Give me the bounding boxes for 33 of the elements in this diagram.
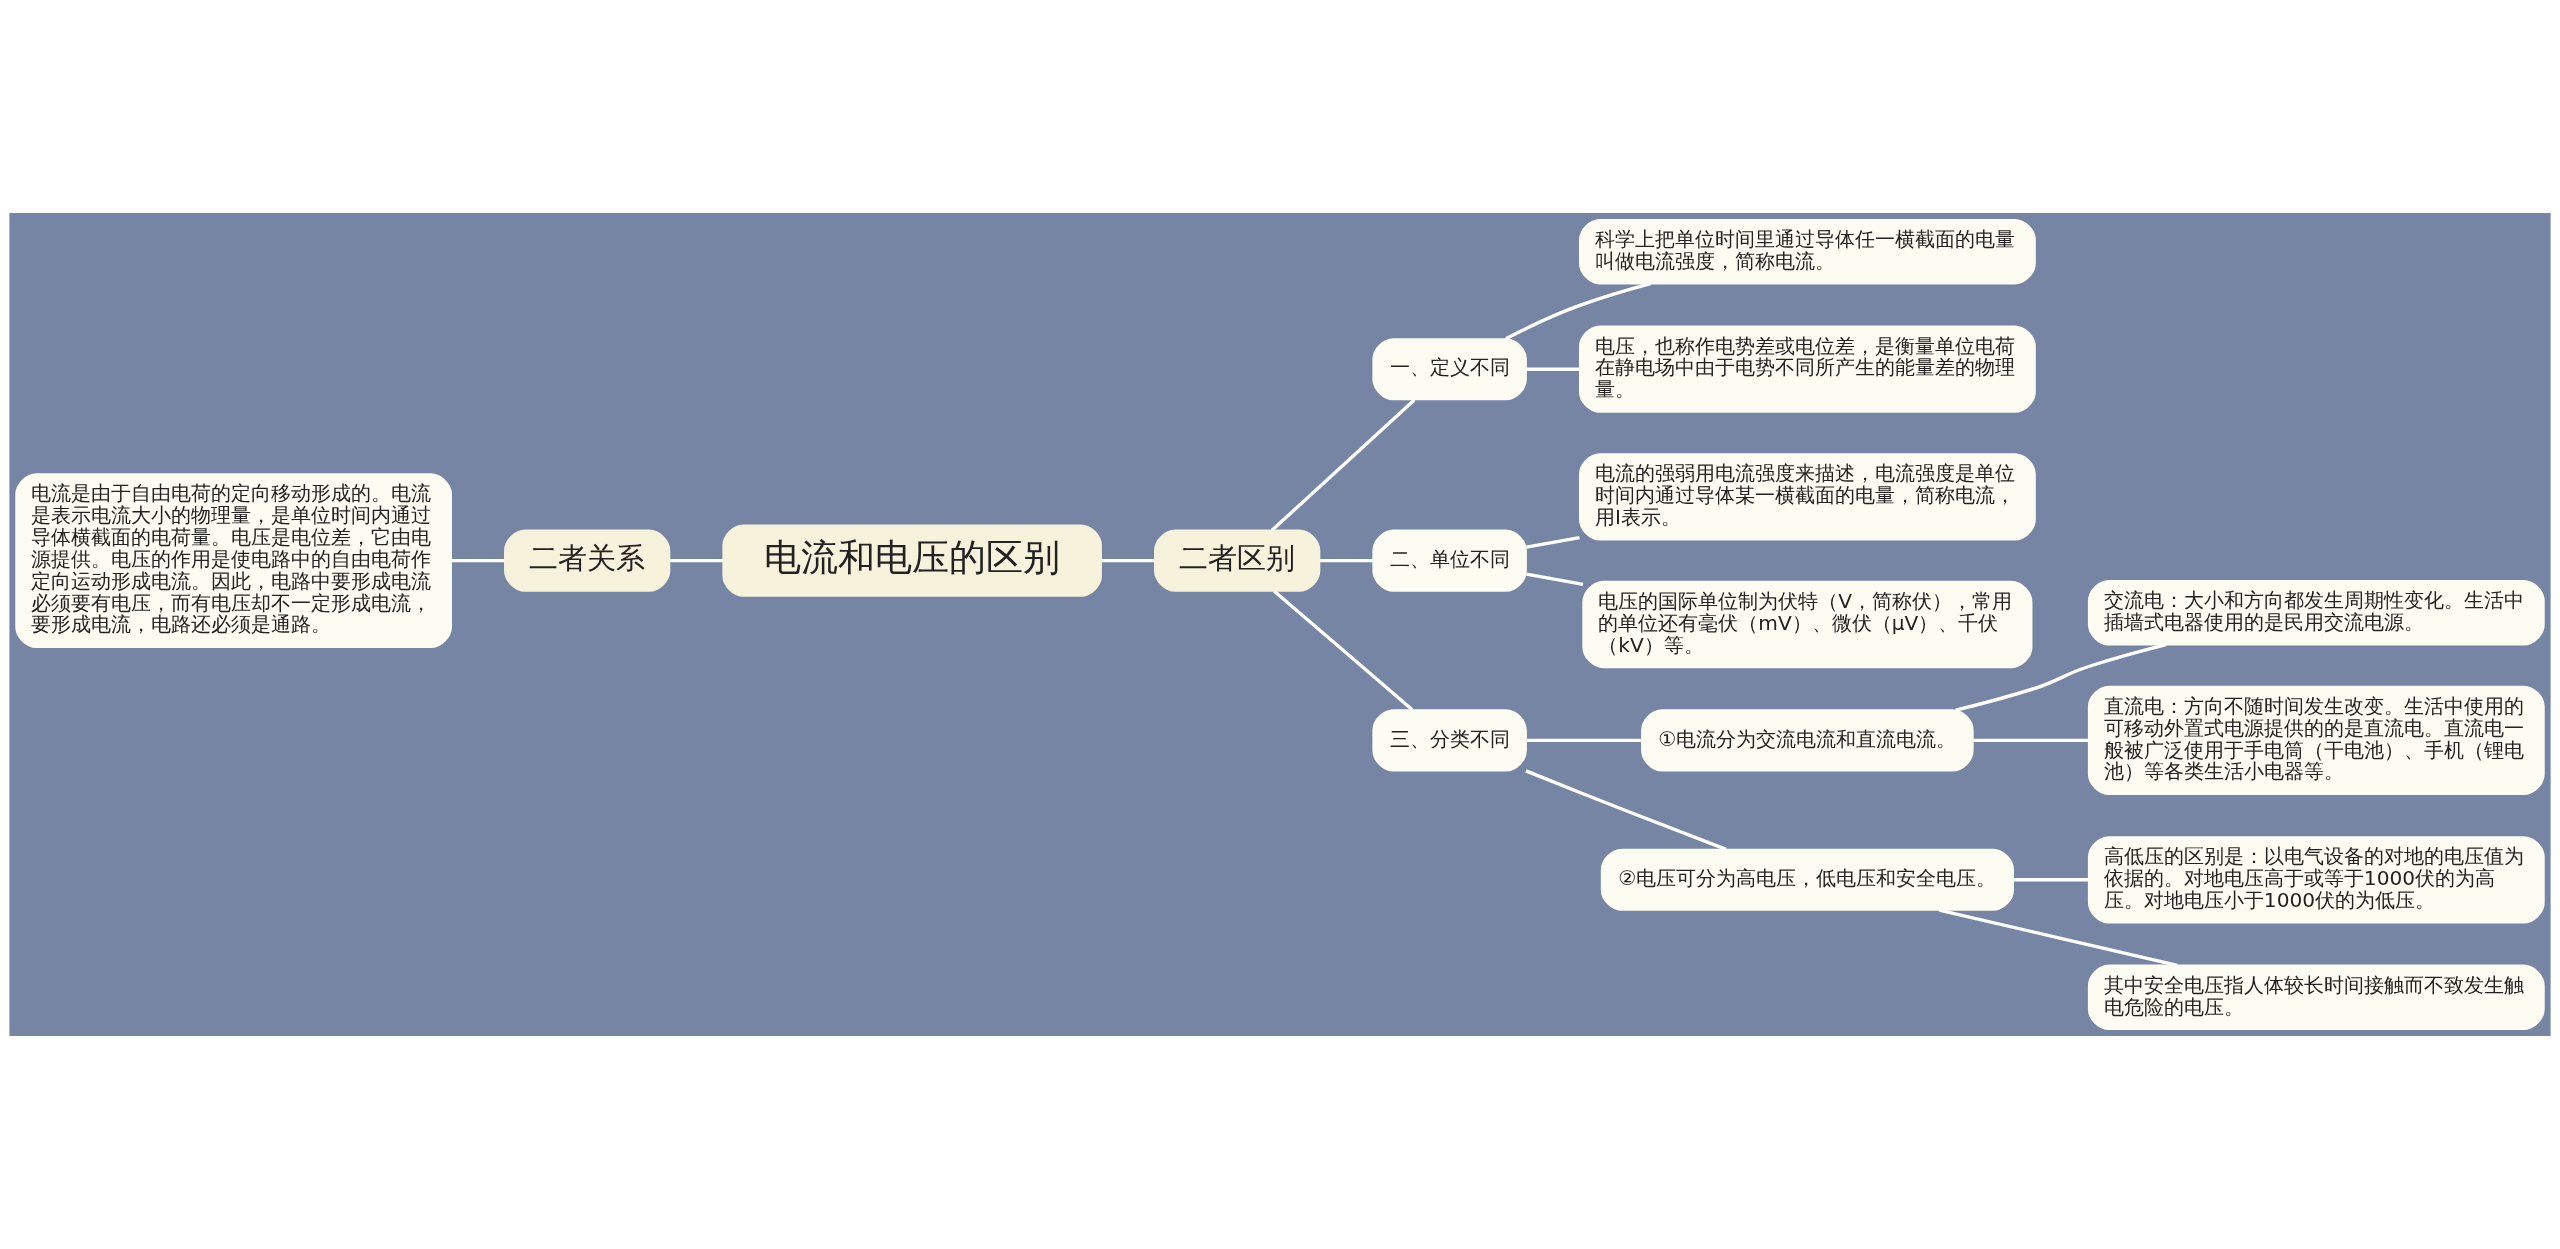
connector	[1973, 738, 2089, 743]
node-box: 一、定义不同	[1372, 338, 1527, 401]
node-box: ②电压可分为高电压，低电压和安全电压。	[1600, 848, 2014, 911]
connector	[1955, 643, 2167, 712]
node-box: 二、单位不同	[1372, 529, 1527, 592]
node-box: 直流电：方向不随时间发生改变。生活中使用的可移动外置式电源提供的的是直流电。直流电一般被广泛使用于手电筒（干电池）、手机（锂电池）等各类生活小电器等。	[2087, 685, 2545, 795]
node-box: 电流和电压的区别	[722, 524, 1102, 597]
node-box: 三、分类不同	[1372, 709, 1527, 772]
connector	[1938, 908, 2178, 968]
connector	[670, 559, 724, 563]
connector	[1526, 738, 1642, 743]
node-box: 电流的强弱用电流强度来描述，电流强度是单位时间内通过导体某一横截面的电量，简称电流，用I表示。	[1578, 453, 2036, 541]
node-box: 二者关系	[504, 529, 671, 592]
connector	[2013, 878, 2089, 882]
node-box: 电压的国际单位制为伏特（V，简称伏），常用的单位还有毫伏（mV）、微伏（μV）、千伏（kV）等。	[1582, 580, 2033, 669]
connector	[1526, 367, 1580, 371]
connector	[1319, 559, 1373, 563]
connector	[1101, 559, 1155, 563]
connector	[1526, 535, 1580, 549]
node-box: 高低压的区别是：以电气设备的对地的电压值为依据的。对地电压高于或等于1000伏的为高压。对地电压小于1000伏的为低压。	[2087, 836, 2545, 924]
node-box: ①电流分为交流电流和直流电流。	[1641, 709, 1974, 772]
node-box: 二者区别	[1154, 529, 1321, 592]
node-box: 其中安全电压指人体较长时间接触而不致发生触电危险的电压。	[2087, 964, 2545, 1031]
connector	[1270, 398, 1416, 532]
connector	[1526, 572, 1584, 587]
node-box: 电流是由于自由电荷的定向移动形成的。电流是表示电流大小的物理量，是单位时间内通过导体横截面的电荷量。电压是电位差，它由电源提供。电压的作用是使电路中的自由电荷作定向运动形成电流。因此，电路中要形成电流必须要有电压，而有电压却不一定形成电流，要形成电流，电路还必须是通路。	[15, 473, 452, 648]
connector	[1505, 281, 1652, 341]
node-box: 交流电：大小和方向都发生周期性变化。生活中插墙式电器使用的是民用交流电源。	[2087, 580, 2545, 646]
node-box: 电压，也称作电势差或电位差，是衡量单位电荷在静电场中由于电势不同所产生的能量差的物理量。	[1578, 325, 2036, 413]
node-box: 科学上把单位时间里通过导体任一横截面的电量叫做电流强度，简称电流。	[1578, 218, 2036, 285]
connector	[1273, 589, 1414, 712]
connector	[451, 559, 505, 563]
connector	[1525, 769, 1727, 851]
